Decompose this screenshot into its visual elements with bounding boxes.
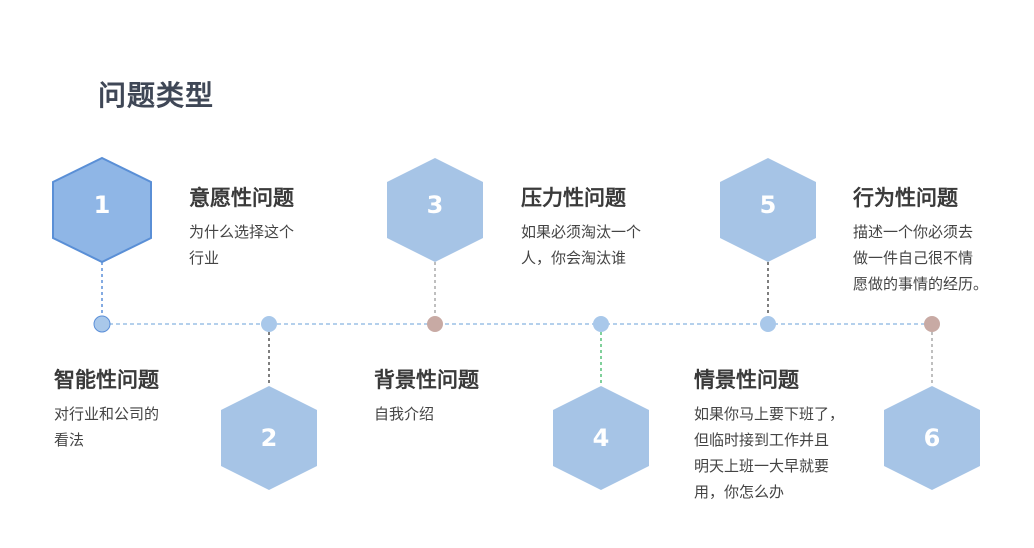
item-1-desc-line: 为什么选择这个 [189,223,295,241]
item-6-desc-line: 但临时接到工作并且 [694,431,830,449]
hexagon-5 [720,158,816,262]
hexagon-2 [221,386,317,490]
item-5-desc-line: 愿做的事情的经历。 [853,275,989,293]
item-4-description: 自我介绍 [374,401,434,427]
axis-dot-1 [93,315,111,333]
item-4-title: 背景性问题 [374,368,479,392]
hexagon-2-number: 2 [261,424,278,452]
item-2-title: 智能性问题 [54,368,159,392]
item-1-title: 意愿性问题 [189,186,294,210]
axis-dot-2 [261,316,277,332]
hexagon-1 [52,156,152,264]
item-2-desc-line: 对行业和公司的 [54,405,160,423]
axis-dot-5 [760,316,776,332]
item-2-description: 对行业和公司的 看法 [54,401,159,453]
item-1-description: 为什么选择这个 行业 [189,219,294,271]
item-1-desc-line: 行业 [189,249,220,267]
axis-dot-4 [593,316,609,332]
item-3-desc-line: 人，你会淘汰谁 [521,249,627,267]
item-6-title: 情景性问题 [694,368,799,392]
hexagon-1-number: 1 [94,191,111,219]
hexagon-4-number: 4 [593,424,610,452]
hexagon-5-number: 5 [760,191,777,219]
axis-dot-6 [924,316,940,332]
item-3-title: 压力性问题 [521,186,626,210]
item-5-description: 描述一个你必须去 做一件自己很不情 愿做的事情的经历。 [853,219,988,297]
hexagon-3-number: 3 [427,191,444,219]
item-3-desc-line: 如果必须淘汰一个 [521,223,642,241]
page-title: 问题类型 [98,79,215,112]
hexagon-6 [884,386,980,490]
item-3-description: 如果必须淘汰一个 人，你会淘汰谁 [521,219,641,271]
item-5-desc-line: 描述一个你必须去 [853,223,974,241]
hexagon-3 [387,158,483,262]
item-5-desc-line: 做一件自己很不情 [853,249,974,267]
hexagon-6-number: 6 [924,424,941,452]
item-2-desc-line: 看法 [54,431,85,449]
item-4-desc-line: 自我介绍 [374,405,435,423]
item-6-desc-line: 如果你马上要下班了， [694,405,845,423]
item-6-desc-line: 明天上班一大早就要 [694,457,830,475]
axis-dot-3 [427,316,443,332]
hexagon-4 [553,386,649,490]
item-6-description: 如果你马上要下班了， 但临时接到工作并且 明天上班一大早就要 用，你怎么办 [694,401,844,505]
item-5-title: 行为性问题 [853,186,958,210]
item-6-desc-line: 用，你怎么办 [694,483,785,501]
